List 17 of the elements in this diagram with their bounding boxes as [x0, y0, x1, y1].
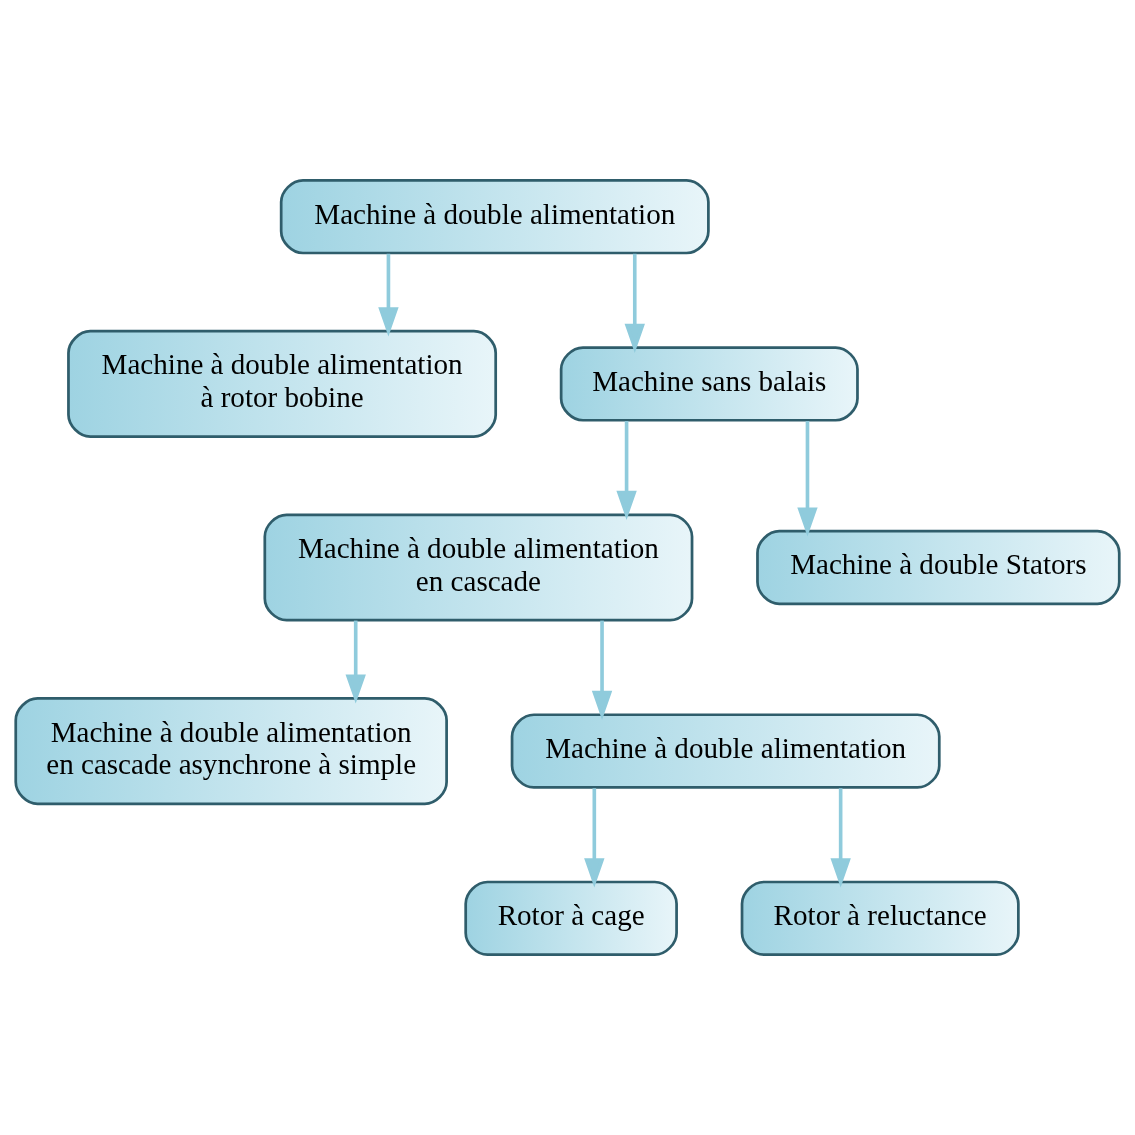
arrow — [345, 620, 366, 704]
arrow — [830, 788, 851, 888]
node-box: Rotor à reluctance — [740, 880, 1020, 957]
arrow — [378, 253, 399, 337]
node-box: Machine sans balais — [559, 346, 859, 422]
node-box: Machine à double alimentation — [510, 713, 941, 789]
arrow — [797, 421, 818, 537]
node-box: Rotor à cage — [464, 880, 678, 957]
arrow — [616, 421, 637, 520]
node-box: Machine à double alimentation — [279, 178, 710, 255]
node-box: Machine à double alimentation en cascade asynchrone à simple — [14, 697, 448, 806]
arrow — [584, 788, 605, 888]
node-box: Machine à double alimentation en cascade — [263, 513, 694, 622]
arrow — [624, 253, 645, 353]
arrow — [591, 620, 613, 720]
node-box: Machine à double alimentation à rotor bobine — [67, 329, 498, 438]
node-box: Machine à double Stators — [756, 529, 1121, 606]
